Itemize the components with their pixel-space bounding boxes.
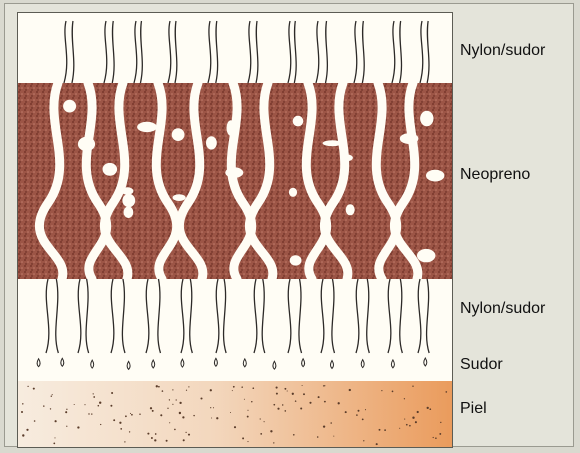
bottom-nylon-fibers [46,279,429,353]
neoprene-layer [18,83,453,279]
wetsuit-cross-section-diagram [17,12,453,448]
figure-frame: Nylon/sudor Neopreno Nylon/sudor Sudor P… [4,3,574,447]
sweat-droplets [37,358,427,369]
diagram-canvas [18,13,453,448]
label-skin: Piel [460,400,487,418]
top-nylon-fibers [64,21,429,83]
label-nylon-top: Nylon/sudor [460,42,545,60]
label-sweat: Sudor [460,356,503,374]
label-nylon-bottom: Nylon/sudor [460,300,545,318]
label-neoprene: Neopreno [460,166,530,184]
skin-layer [18,381,453,448]
